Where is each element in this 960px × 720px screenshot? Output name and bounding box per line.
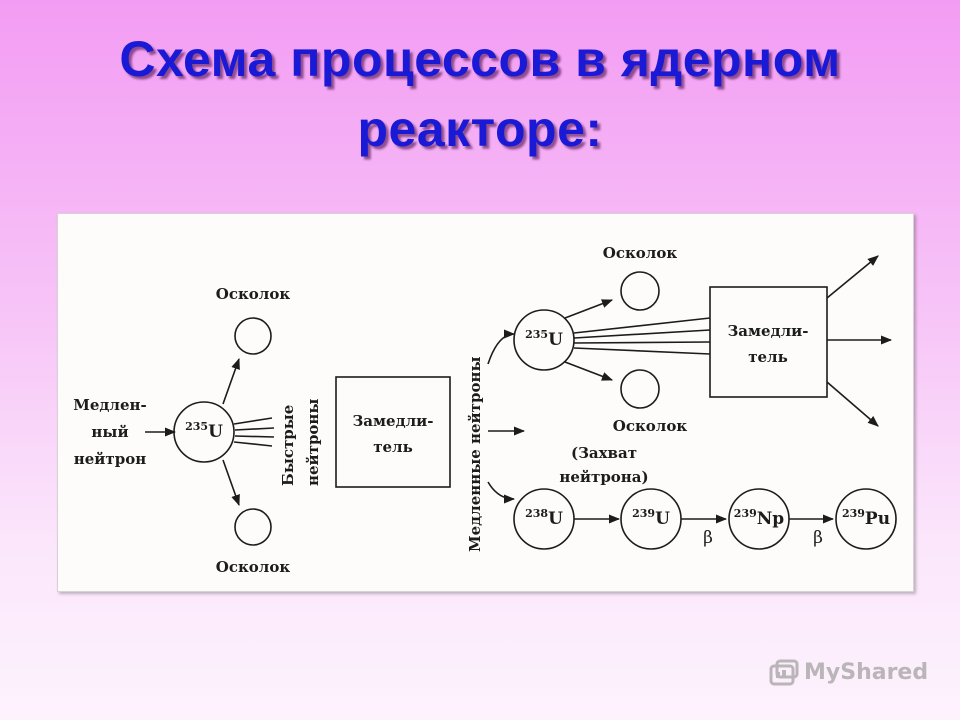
u239-label: 239U bbox=[632, 507, 670, 529]
slide-title-line-1: Схема процессов в ядерном bbox=[119, 31, 841, 87]
moderator-1-label-line-2: тель bbox=[373, 438, 413, 456]
fragment-arrow-bottom-2 bbox=[564, 361, 614, 381]
fragment-top-1 bbox=[234, 317, 272, 355]
fragment-bottom-1 bbox=[234, 508, 272, 546]
u235-label-1: 235U bbox=[185, 420, 223, 442]
reactor-process-diagram: Медлен- ный нейтрон 235U Осколок Осколок… bbox=[57, 213, 914, 592]
np239-label: 239Np bbox=[734, 507, 785, 529]
myshared-watermark: MyShared bbox=[768, 656, 938, 692]
capture-label-line-1: (Захват bbox=[571, 444, 637, 462]
fragment-arrow-bottom-1 bbox=[222, 459, 240, 507]
fragment-arrow-top-2 bbox=[564, 299, 614, 319]
diagram-canvas: Медлен- ный нейтрон 235U Осколок Осколок… bbox=[73, 244, 897, 576]
fragment-label-top-1: Осколок bbox=[216, 285, 291, 303]
fast-neutrons-label-2: нейтроны bbox=[304, 399, 322, 486]
fragment-bottom-2 bbox=[620, 369, 660, 409]
input-label-line-1: Медлен- bbox=[73, 396, 146, 414]
moderator-2-label-line-2: тель bbox=[748, 348, 788, 366]
output-arrow-down bbox=[826, 381, 879, 427]
slide-title-line-2: реакторе: bbox=[357, 101, 603, 157]
u235-nucleus-2 bbox=[513, 309, 575, 371]
fragment-label-top-2: Осколок bbox=[603, 244, 678, 262]
capture-label-line-2: нейтрона) bbox=[559, 468, 648, 486]
fragment-arrow-top-1 bbox=[222, 357, 240, 405]
u235-label-2: 235U bbox=[525, 328, 563, 350]
moderator-box-1 bbox=[335, 376, 451, 488]
pu239-nucleus bbox=[835, 488, 897, 550]
watermark-text: MyShared bbox=[804, 660, 929, 685]
fragment-label-bottom-2: Осколок bbox=[613, 417, 688, 435]
moderator-1-label-line-1: Замедли- bbox=[352, 412, 433, 430]
beta-label-1: β bbox=[703, 528, 713, 548]
slow-neutron-arrow-down bbox=[487, 481, 516, 504]
output-arrow-up bbox=[826, 255, 879, 299]
moderator-2-label-line-1: Замедли- bbox=[727, 322, 808, 340]
input-label-line-3: нейтрон bbox=[74, 450, 146, 468]
input-label-line-2: ный bbox=[91, 423, 128, 441]
fragment-label-bottom-1: Осколок bbox=[216, 558, 291, 576]
u235-nucleus-1 bbox=[173, 401, 235, 463]
myshared-logo-icon bbox=[769, 659, 799, 686]
fast-neutrons-label-1: Быстрые bbox=[279, 405, 297, 486]
neutron-lines-2 bbox=[573, 317, 711, 355]
pu239-label: 239Pu bbox=[842, 507, 890, 529]
beta-label-2: β bbox=[813, 528, 823, 548]
fragment-top-2 bbox=[620, 271, 660, 311]
slow-neutrons-label: Медленные нейтроны bbox=[466, 357, 484, 552]
u238-label: 238U bbox=[525, 507, 563, 529]
moderator-box-2 bbox=[709, 286, 828, 398]
fast-neutron-lines bbox=[233, 417, 275, 447]
slow-neutron-arrow-up bbox=[487, 329, 516, 365]
